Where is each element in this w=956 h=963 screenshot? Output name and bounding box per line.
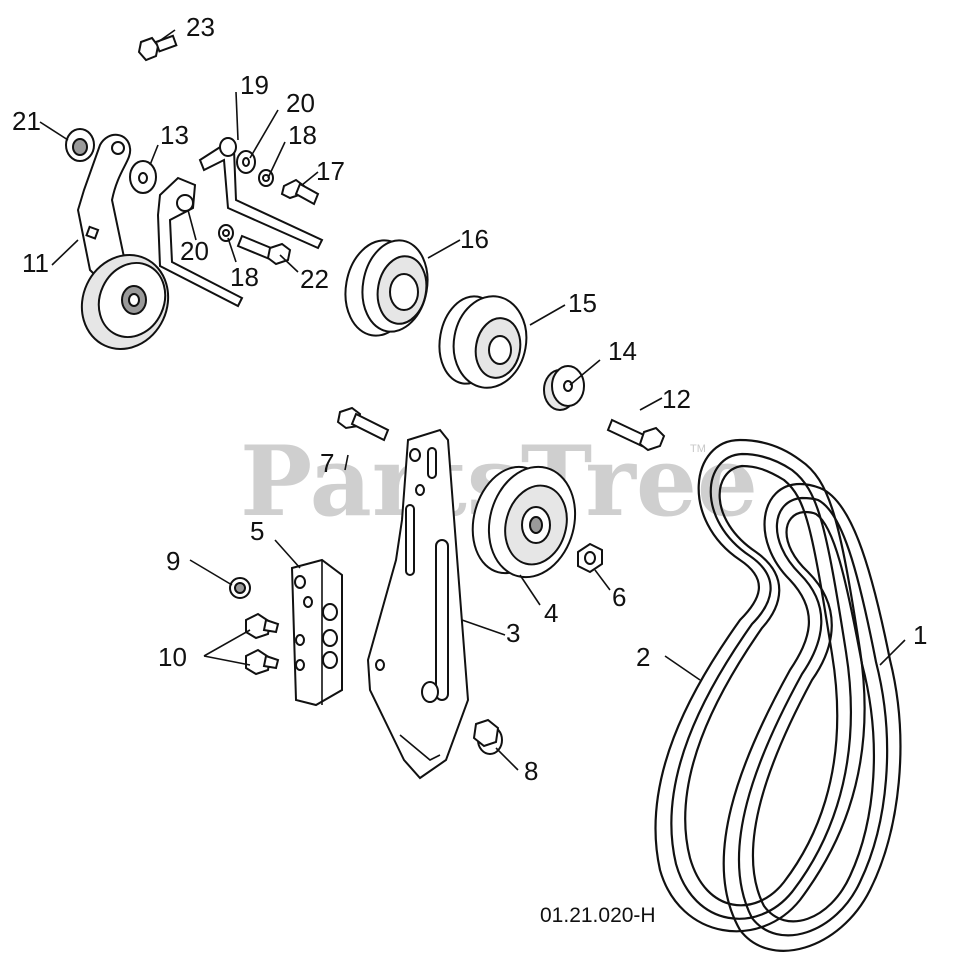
callout-8: 8: [524, 756, 538, 786]
part-18-lock-washer-lower[interactable]: [218, 224, 234, 242]
callout-2: 2: [636, 642, 650, 672]
part-13-washer[interactable]: [129, 160, 157, 194]
callout-23: 23: [186, 12, 215, 42]
drawing-code: 01.21.020-H: [540, 904, 656, 927]
callout-10: 10: [158, 642, 187, 672]
part-14-spacer[interactable]: [543, 365, 585, 411]
part-9-bolt[interactable]: [229, 577, 251, 599]
part-1-belt[interactable]: [722, 482, 902, 952]
callout-16: 16: [460, 224, 489, 254]
callout-7: 7: [320, 448, 334, 478]
callout-9: 9: [166, 546, 180, 576]
part-4-pulley[interactable]: [461, 457, 587, 587]
part-10-bolt-upper[interactable]: [245, 612, 280, 640]
callout-13: 13: [160, 120, 189, 150]
part-3-bracket[interactable]: [366, 428, 470, 780]
callout-20-lower: 20: [180, 236, 209, 266]
part-23-bolt[interactable]: [137, 34, 178, 62]
part-19-rod[interactable]: [198, 137, 324, 250]
watermark-trademark: TM: [690, 443, 706, 455]
part-20-link-rod[interactable]: [156, 176, 244, 308]
callout-19: 19: [240, 70, 269, 100]
callout-1: 1: [913, 620, 927, 650]
callout-5: 5: [250, 516, 264, 546]
part-12-bolt[interactable]: [606, 418, 666, 452]
callout-21: 21: [12, 106, 41, 136]
callout-11: 11: [22, 248, 49, 278]
callout-15: 15: [568, 288, 597, 318]
callout-3: 3: [506, 618, 520, 648]
part-11-idler-arm[interactable]: [67, 133, 184, 363]
part-7-bolt[interactable]: [336, 406, 390, 442]
callout-18-lower: 18: [230, 262, 259, 292]
part-10-bolt-lower[interactable]: [245, 648, 280, 676]
callouts: 1 2 3 4 5 6 7 8 9 10 11 12 13 14 15 16 1…: [12, 12, 927, 786]
part-16-pulley[interactable]: [338, 235, 434, 341]
callout-4: 4: [544, 598, 558, 628]
leader-lines: [39, 29, 906, 771]
callout-20-upper: 20: [286, 88, 315, 118]
callout-17: 17: [316, 156, 345, 186]
part-17-bolt[interactable]: [280, 178, 320, 206]
part-22-bolt[interactable]: [236, 234, 292, 266]
callout-12: 12: [662, 384, 691, 414]
part-21-nut[interactable]: [65, 128, 95, 162]
part-15-pulley[interactable]: [433, 290, 534, 393]
part-8-bolt[interactable]: [472, 718, 503, 755]
callout-6: 6: [612, 582, 626, 612]
callout-18-upper: 18: [288, 120, 317, 150]
part-5-plate[interactable]: [290, 558, 343, 707]
callout-14: 14: [608, 336, 637, 366]
callout-22: 22: [300, 264, 329, 294]
part-6-nut[interactable]: [577, 542, 603, 574]
